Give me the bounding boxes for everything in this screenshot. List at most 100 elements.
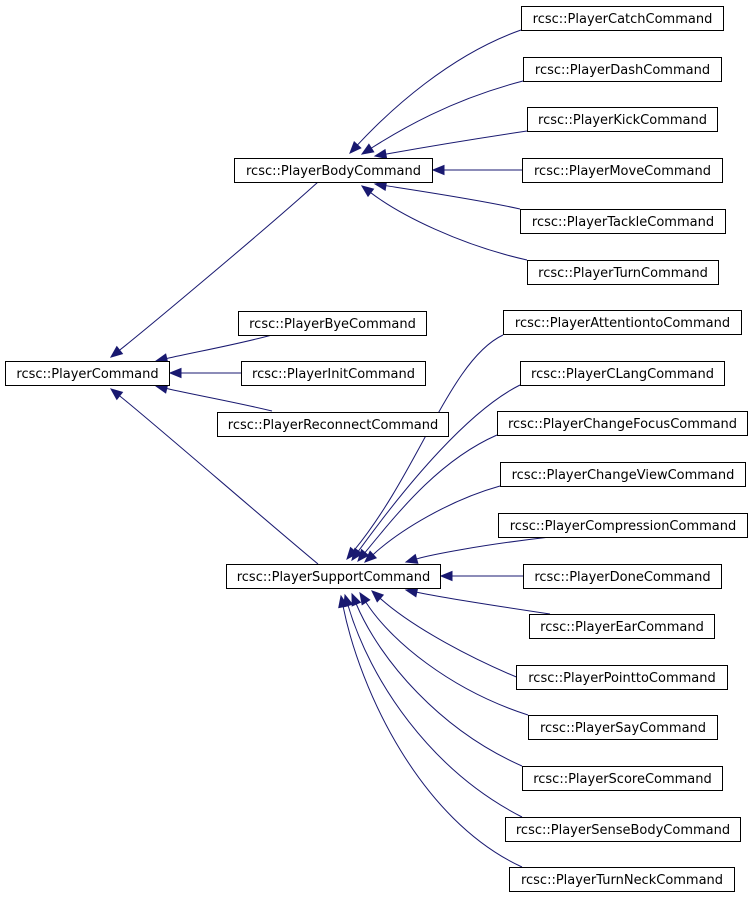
class-label: rcsc::PlayerCLangCommand [531, 367, 714, 382]
class-node-player-ear-command[interactable]: rcsc::PlayerEarCommand [529, 614, 715, 639]
class-label: rcsc::PlayerTurnNeckCommand [521, 873, 723, 888]
class-label: rcsc::PlayerCommand [16, 367, 158, 382]
class-node-player-c-lang-command[interactable]: rcsc::PlayerCLangCommand [520, 361, 725, 386]
inheritance-edge-player-reconnect-command-to-player-command [166, 387, 273, 412]
class-label: rcsc::PlayerSayCommand [540, 721, 706, 736]
class-box [234, 158, 433, 183]
inheritance-edge-player-c-lang-command-to-player-support-command [358, 384, 521, 552]
class-node-player-turn-command[interactable]: rcsc::PlayerTurnCommand [527, 260, 719, 285]
inheritance-edge-player-change-view-command-to-player-support-command [372, 485, 501, 555]
class-box [528, 715, 718, 740]
arrowhead-player-pointto-command [371, 590, 385, 603]
class-node-player-sense-body-command[interactable]: rcsc::PlayerSenseBodyCommand [505, 817, 741, 842]
nodes-layer: rcsc::PlayerCommand rcsc::PlayerBodyComma… [5, 6, 748, 892]
class-box [498, 513, 748, 538]
class-box [520, 361, 725, 386]
inheritance-edge-player-compression-command-to-player-support-command [416, 536, 551, 560]
class-node-player-init-command[interactable]: rcsc::PlayerInitCommand [241, 361, 426, 386]
inheritance-edge-player-sense-body-command-to-player-support-command [347, 605, 523, 818]
class-node-player-reconnect-command[interactable]: rcsc::PlayerReconnectCommand [217, 412, 449, 437]
class-label: rcsc::PlayerCompressionCommand [510, 519, 737, 534]
class-node-player-done-command[interactable]: rcsc::PlayerDoneCommand [523, 564, 722, 589]
class-box [529, 614, 715, 639]
class-box [521, 6, 724, 31]
class-label: rcsc::PlayerEarCommand [540, 620, 704, 635]
inheritance-edge-player-turn-neck-command-to-player-support-command [342, 606, 523, 868]
class-label: rcsc::PlayerReconnectCommand [228, 418, 438, 433]
class-label: rcsc::PlayerChangeFocusCommand [508, 417, 737, 432]
class-label: rcsc::PlayerDoneCommand [534, 570, 710, 585]
class-label: rcsc::PlayerSupportCommand [237, 570, 431, 585]
inheritance-edge-player-tackle-command-to-player-body-command [385, 185, 521, 210]
class-label: rcsc::PlayerCatchCommand [533, 12, 713, 27]
class-box [238, 311, 427, 336]
inheritance-edge-player-body-command-to-player-command [119, 181, 319, 351]
arrowhead-player-kick-command [373, 148, 388, 160]
class-label: rcsc::PlayerKickCommand [538, 113, 707, 128]
arrowhead-player-change-focus-command [357, 548, 370, 563]
arrowhead-player-catch-command [349, 141, 362, 154]
class-box [527, 107, 718, 132]
edges-layer [109, 29, 551, 868]
class-label: rcsc::PlayerSenseBodyCommand [516, 823, 730, 838]
inheritance-edge-player-support-command-to-player-command [119, 395, 319, 565]
arrowhead-player-init-command [168, 367, 182, 379]
arrowhead-player-turn-command [360, 185, 375, 198]
inheritance-edge-player-say-command-to-player-support-command [365, 602, 529, 716]
class-label: rcsc::PlayerByeCommand [249, 317, 416, 332]
arrowhead-player-score-command [351, 592, 362, 607]
arrowhead-player-ear-command [404, 587, 419, 598]
arrowhead-player-compression-command [404, 553, 419, 564]
class-box [509, 867, 735, 892]
class-label: rcsc::PlayerBodyCommand [246, 164, 421, 179]
arrowhead-player-change-view-command [364, 550, 378, 563]
class-label: rcsc::PlayerAttentiontoCommand [515, 316, 730, 331]
arrowhead-player-done-command [439, 570, 453, 582]
class-box [217, 412, 449, 437]
inheritance-edge-player-ear-command-to-player-support-command [416, 591, 551, 615]
class-box [5, 361, 170, 386]
class-box [497, 411, 748, 436]
class-label: rcsc::PlayerTackleCommand [532, 215, 714, 230]
class-node-player-catch-command[interactable]: rcsc::PlayerCatchCommand [521, 6, 724, 31]
arrowhead-player-body-command [109, 345, 124, 358]
class-node-player-bye-command[interactable]: rcsc::PlayerByeCommand [238, 311, 427, 336]
class-node-player-body-command[interactable]: rcsc::PlayerBodyCommand [234, 158, 433, 183]
class-node-player-score-command[interactable]: rcsc::PlayerScoreCommand [522, 766, 723, 791]
class-box [520, 209, 726, 234]
inheritance-edge-player-bye-command-to-player-command [166, 334, 273, 360]
class-node-player-dash-command[interactable]: rcsc::PlayerDashCommand [523, 57, 722, 82]
class-node-player-change-focus-command[interactable]: rcsc::PlayerChangeFocusCommand [497, 411, 748, 436]
class-box [522, 158, 723, 183]
class-box [503, 310, 742, 335]
class-node-player-say-command[interactable]: rcsc::PlayerSayCommand [528, 715, 718, 740]
arrowhead-player-move-command [431, 164, 445, 176]
arrowhead-player-say-command [359, 591, 371, 606]
inheritance-edge-player-turn-command-to-player-body-command [370, 192, 528, 261]
class-node-player-change-view-command[interactable]: rcsc::PlayerChangeViewCommand [500, 462, 746, 487]
class-node-player-tackle-command[interactable]: rcsc::PlayerTackleCommand [520, 209, 726, 234]
class-node-player-attentionto-command[interactable]: rcsc::PlayerAttentiontoCommand [503, 310, 742, 335]
arrowhead-player-dash-command [360, 143, 375, 155]
class-node-player-command[interactable]: rcsc::PlayerCommand [5, 361, 170, 386]
class-node-player-pointto-command[interactable]: rcsc::PlayerPointtoCommand [516, 665, 728, 690]
class-box [505, 817, 741, 842]
class-node-player-move-command[interactable]: rcsc::PlayerMoveCommand [522, 158, 723, 183]
class-box [527, 260, 719, 285]
class-node-player-turn-neck-command[interactable]: rcsc::PlayerTurnNeckCommand [509, 867, 735, 892]
inheritance-edge-player-score-command-to-player-support-command [355, 603, 523, 767]
class-node-player-compression-command[interactable]: rcsc::PlayerCompressionCommand [498, 513, 748, 538]
inheritance-edge-player-change-focus-command-to-player-support-command [364, 434, 498, 553]
class-label: rcsc::PlayerPointtoCommand [528, 671, 715, 686]
class-box [523, 57, 722, 82]
inheritance-edge-player-catch-command-to-player-body-command [357, 29, 522, 146]
inheritance-edge-player-dash-command-to-player-body-command [371, 80, 524, 149]
arrowhead-player-turn-neck-command [338, 594, 349, 609]
class-label: rcsc::PlayerDashCommand [535, 63, 710, 78]
class-label: rcsc::PlayerChangeViewCommand [512, 468, 735, 483]
class-node-player-support-command[interactable]: rcsc::PlayerSupportCommand [226, 564, 441, 589]
class-label: rcsc::PlayerScoreCommand [533, 772, 712, 787]
class-node-player-kick-command[interactable]: rcsc::PlayerKickCommand [527, 107, 718, 132]
class-label: rcsc::PlayerTurnCommand [538, 266, 708, 281]
